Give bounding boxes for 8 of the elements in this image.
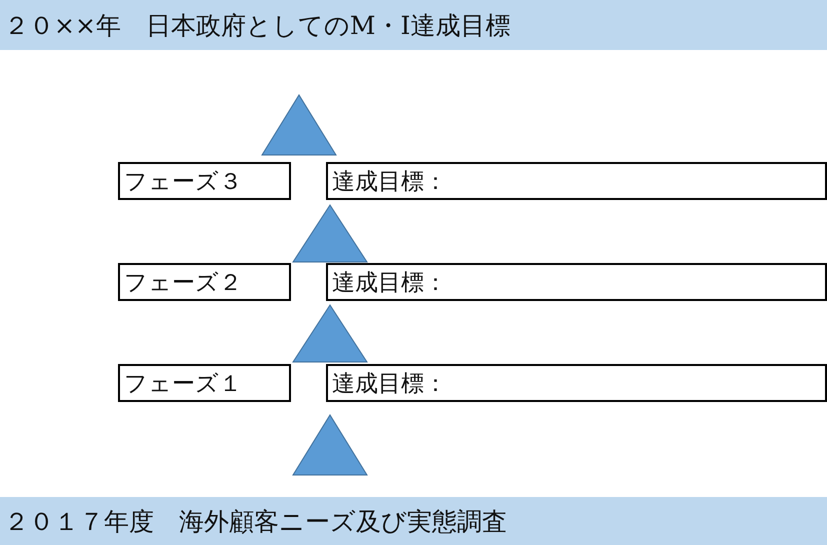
goal-box: 達成目標： bbox=[326, 364, 827, 402]
phase-box: フェーズ１ bbox=[118, 364, 291, 402]
phase-box: フェーズ２ bbox=[118, 263, 291, 301]
goal-box: 達成目標： bbox=[326, 263, 827, 301]
title-band: ２０××年 日本政府としてのM・I達成目標 bbox=[0, 0, 827, 50]
title-band: ２０１７年度 海外顧客ニーズ及び実態調査 bbox=[0, 497, 827, 545]
phase-box: フェーズ３ bbox=[118, 162, 291, 200]
goal-box: 達成目標： bbox=[326, 162, 827, 200]
